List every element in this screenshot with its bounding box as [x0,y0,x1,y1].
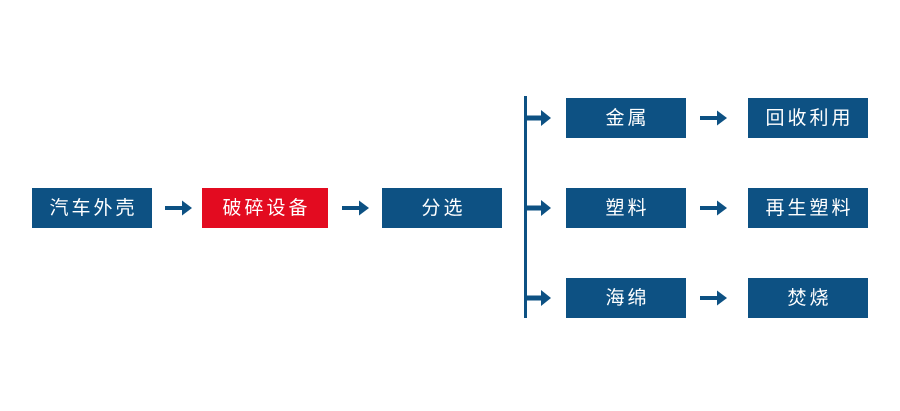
arrow-plastic-to-regen [700,197,728,219]
node-material-plastic[interactable]: 塑料 [566,188,686,228]
node-crusher[interactable]: 破碎设备 [202,188,328,228]
node-outcome-recycle[interactable]: 回收利用 [748,98,868,138]
node-outcome-incinerate[interactable]: 焚烧 [748,278,868,318]
arrow-bus-to-material-plastic [526,197,552,219]
arrow-crusher-to-sorting [342,197,370,219]
arrow-car-shell-to-crusher [165,197,193,219]
node-material-sponge[interactable]: 海绵 [566,278,686,318]
arrow-sponge-to-incinerate [700,287,728,309]
arrow-metal-to-recycle [700,107,728,129]
node-sorting[interactable]: 分选 [382,188,502,228]
node-car-shell[interactable]: 汽车外壳 [32,188,152,228]
arrow-bus-to-material-metal [526,107,552,129]
node-material-metal[interactable]: 金属 [566,98,686,138]
branch-bus-line [524,96,527,318]
arrow-bus-to-material-sponge [526,287,552,309]
node-outcome-regen[interactable]: 再生塑料 [748,188,868,228]
